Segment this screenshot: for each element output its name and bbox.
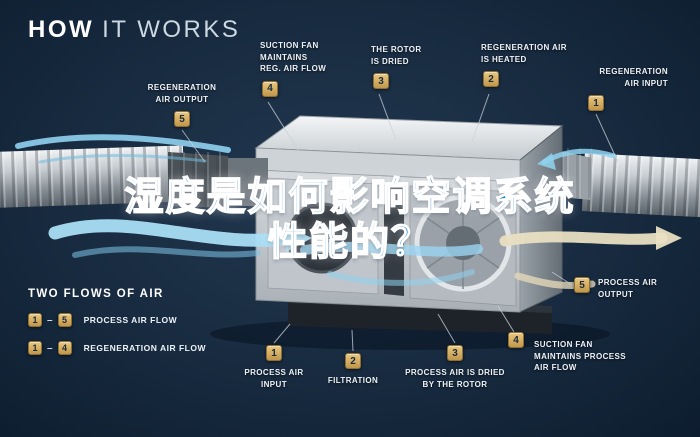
headline-overlay: 湿度是如何影响空调系统 性能的？ — [0, 175, 700, 266]
headline-line1: 湿度是如何影响空调系统 — [124, 175, 576, 219]
callout-filtration: 2 FILTRATION — [322, 353, 384, 387]
callout-process-air-input: 1 PROCESS AIR INPUT — [236, 345, 312, 390]
machine-body — [228, 115, 564, 313]
step-badge-2: 2 — [483, 71, 499, 88]
legend-badge-from: 1 — [28, 341, 42, 355]
step-badge-4: 4 — [508, 332, 524, 348]
step-badge-3: 3 — [373, 73, 389, 90]
page-title: HOW IT WORKS — [28, 16, 240, 44]
legend-label: REGENERATION AIR FLOW — [83, 343, 206, 353]
step-badge-3: 3 — [447, 345, 463, 361]
legend-row-regeneration: 1 – 4 REGENERATION AIR FLOW — [28, 341, 206, 355]
legend-separator: – — [47, 342, 53, 354]
flow-main-left — [48, 219, 299, 247]
page-title-bold: HOW — [28, 16, 95, 43]
callout-label: PROCESS AIR OUTPUT — [598, 278, 658, 299]
legend-badge-from: 1 — [28, 313, 42, 327]
legend-badge-to: 5 — [57, 313, 72, 327]
step-badge-5: 5 — [574, 277, 590, 293]
callout-regeneration-air-output: REGENERATION AIR OUTPUT 5 — [128, 82, 236, 128]
airflow-arrows — [15, 134, 682, 290]
callout-regeneration-air-heated: REGENERATION AIR IS HEATED 2 — [481, 42, 567, 88]
callout-process-air-dried: 3 PROCESS AIR IS DRIED BY THE ROTOR — [396, 345, 514, 390]
legend-two-flows: TWO FLOWS OF AIR 1 – 5 PROCESS AIR FLOW … — [28, 288, 206, 369]
legend-heading: TWO FLOWS OF AIR — [28, 288, 164, 300]
callout-label: REGENERATION AIR IS HEATED — [481, 43, 567, 64]
step-badge-1: 1 — [266, 345, 282, 361]
callout-regeneration-air-input: REGENERATION AIR INPUT 1 — [588, 66, 668, 112]
callout-suction-fan-process: 4 SUCTION FAN MAINTAINS PROCESS AIR FLOW — [508, 332, 626, 374]
step-badge-5: 5 — [174, 111, 190, 128]
callout-label: REGENERATION AIR OUTPUT — [147, 83, 217, 104]
step-badge-2: 2 — [345, 353, 361, 369]
callout-rotor-dried: THE ROTOR IS DRIED 3 — [371, 44, 422, 90]
callout-label: REGENERATION AIR INPUT — [599, 67, 668, 88]
step-badge-1: 1 — [588, 95, 604, 112]
legend-badge-to: 4 — [57, 341, 72, 355]
flow-cream-right — [499, 231, 668, 247]
callout-suction-fan-reg: SUCTION FAN MAINTAINS REG. AIR FLOW 4 — [260, 40, 326, 97]
leader-lines — [181, 93, 619, 352]
step-badge-4: 4 — [262, 80, 278, 97]
duct-right — [581, 153, 700, 218]
legend-label: PROCESS AIR FLOW — [83, 315, 178, 325]
legend-row-process: 1 – 5 PROCESS AIR FLOW — [28, 313, 206, 327]
flow-top-left — [15, 134, 231, 153]
callout-label: FILTRATION — [327, 376, 379, 385]
callout-process-air-output: 5 PROCESS AIR OUTPUT — [574, 277, 657, 300]
callout-label: PROCESS AIR IS DRIED BY THE ROTOR — [405, 368, 505, 389]
callout-label: PROCESS AIR INPUT — [244, 368, 304, 389]
flow-through-machine — [300, 241, 483, 257]
callout-label: SUCTION FAN MAINTAINS REG. AIR FLOW — [260, 41, 327, 74]
callout-label: SUCTION FAN MAINTAINS PROCESS AIR FLOW — [534, 340, 626, 373]
page-title-light: IT WORKS — [102, 16, 241, 43]
callout-label: THE ROTOR IS DRIED — [371, 45, 422, 66]
legend-separator: – — [47, 314, 53, 326]
headline-line2: 性能的？ — [267, 220, 432, 265]
